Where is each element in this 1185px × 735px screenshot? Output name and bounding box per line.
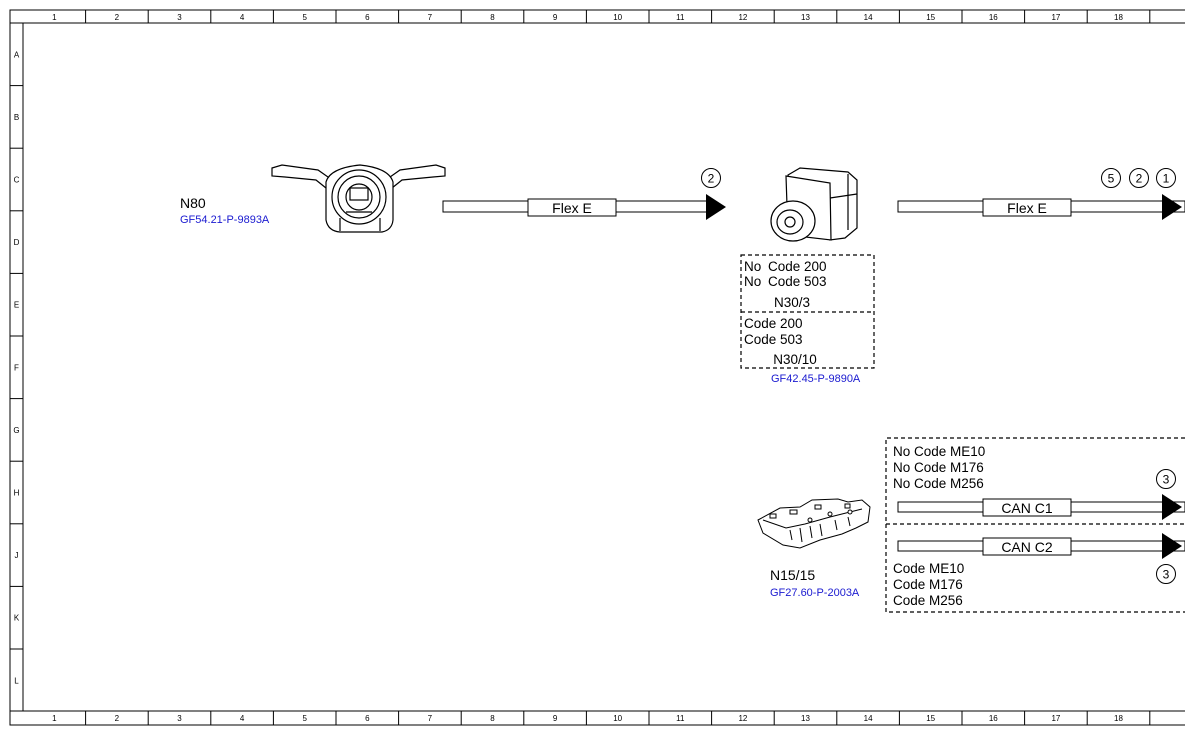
n15-no-code-me10: No Code ME10	[893, 444, 985, 459]
column-ruler-label: 11	[676, 714, 685, 723]
flex-e-bus-2-label: Flex E	[1007, 200, 1047, 216]
connection-marker-3b[interactable]	[1156, 564, 1176, 584]
row-ruler-label: E	[14, 301, 19, 310]
row-ruler-label: F	[14, 363, 19, 372]
column-ruler-label: 5	[302, 714, 307, 723]
outer-frame	[9, 9, 1185, 726]
n30-3-code-200: Code 200	[768, 259, 827, 274]
column-ruler-label: 4	[240, 13, 245, 22]
column-ruler-label: 9	[553, 714, 558, 723]
left-row-ruler: A B C D E F G H J K L	[10, 50, 23, 685]
n30-variant-box	[740, 254, 875, 369]
can-c2-bus	[897, 533, 1185, 559]
column-ruler-label: 1	[52, 714, 57, 723]
column-ruler-label: 6	[365, 13, 370, 22]
can-c1-bus-label: CAN C1	[1001, 500, 1053, 516]
connection-marker-5-text: 5	[1108, 172, 1115, 186]
n15-code-m176: Code M176	[893, 577, 963, 592]
connection-marker-3a[interactable]	[1156, 469, 1176, 489]
column-ruler-label: 15	[926, 13, 935, 22]
n30-3-no-1: No	[744, 259, 761, 274]
connection-marker-1-text: 2	[708, 172, 715, 186]
column-ruler-label: 3	[177, 714, 182, 723]
n80-reference-link[interactable]: GF54.21-P-9893A	[180, 214, 270, 226]
column-ruler-label: 8	[490, 714, 495, 723]
column-ruler-label: 17	[1051, 13, 1060, 22]
row-ruler-label: L	[14, 676, 19, 685]
n30-10-code-503: Code 503	[744, 332, 803, 347]
n30-reference-link[interactable]: GF42.45-P-9890A	[771, 373, 861, 385]
column-ruler-label: 13	[801, 714, 810, 723]
row-ruler-label: J	[15, 551, 19, 560]
flex-e-bus-1	[442, 194, 726, 220]
connection-marker-3b-text: 3	[1163, 568, 1170, 582]
connection-marker-2b[interactable]	[1129, 168, 1149, 188]
n15-code-me10: Code ME10	[893, 561, 964, 576]
n80-component-drawing	[271, 164, 446, 233]
connection-marker-1[interactable]	[701, 168, 721, 188]
column-ruler-label: 10	[613, 13, 622, 22]
flex-e-bus-2	[897, 194, 1185, 220]
n30-3-label: N30/3	[774, 295, 810, 310]
column-ruler-label: 12	[738, 714, 747, 723]
row-ruler-label: B	[14, 113, 19, 122]
row-ruler-label: K	[14, 614, 20, 623]
n15-reference-link[interactable]: GF27.60-P-2003A	[770, 587, 860, 599]
row-ruler-label: H	[14, 489, 20, 498]
column-ruler-label: 3	[177, 13, 182, 22]
row-ruler-label: D	[14, 238, 20, 247]
column-ruler-label: 10	[613, 714, 622, 723]
can-c2-bus-label: CAN C2	[1001, 539, 1053, 555]
n15-component-drawing	[757, 498, 871, 549]
column-ruler-label: 7	[428, 714, 433, 723]
column-ruler-label: 17	[1051, 714, 1060, 723]
flex-e-bus-1-label: Flex E	[552, 200, 592, 216]
n30-3-code-503: Code 503	[768, 274, 827, 289]
column-ruler-label: 12	[738, 13, 747, 22]
column-ruler-label: 11	[676, 13, 685, 22]
row-ruler-label: C	[14, 176, 20, 185]
n15-label: N15/15	[770, 567, 815, 583]
column-ruler-label: 13	[801, 13, 810, 22]
can-c1-bus	[897, 494, 1185, 520]
connection-marker-1b[interactable]	[1156, 168, 1176, 188]
column-ruler-label: 9	[553, 13, 558, 22]
column-ruler-label: 16	[989, 714, 998, 723]
column-ruler-label: 1	[52, 13, 57, 22]
column-ruler-label: 6	[365, 714, 370, 723]
n80-label: N80	[180, 195, 206, 211]
column-ruler-label: 4	[240, 714, 245, 723]
column-ruler-label: 18	[1114, 714, 1123, 723]
column-ruler-label: 2	[115, 714, 120, 723]
connection-marker-1b-text: 1	[1163, 172, 1170, 186]
connection-marker-5[interactable]	[1101, 168, 1121, 188]
n30-10-label: N30/10	[773, 352, 817, 367]
n30-component-drawing	[770, 167, 858, 242]
n15-no-code-m256: No Code M256	[893, 476, 984, 491]
column-ruler-label: 18	[1114, 13, 1123, 22]
column-ruler-label: 2	[115, 13, 120, 22]
column-ruler-label: 7	[428, 13, 433, 22]
n15-code-m256: Code M256	[893, 593, 963, 608]
n15-no-code-m176: No Code M176	[893, 460, 984, 475]
row-ruler-label: A	[14, 50, 20, 59]
column-ruler-label: 5	[302, 13, 307, 22]
column-ruler-label: 15	[926, 714, 935, 723]
n30-10-code-200: Code 200	[744, 316, 803, 331]
column-ruler-label: 14	[864, 714, 873, 723]
connection-marker-2b-text: 2	[1136, 172, 1143, 186]
row-ruler-label: G	[13, 426, 19, 435]
column-ruler-label: 8	[490, 13, 495, 22]
n30-3-no-2: No	[744, 274, 761, 289]
n15-variant-box	[885, 437, 1185, 613]
connection-marker-3a-text: 3	[1163, 473, 1170, 487]
column-ruler-label: 14	[864, 13, 873, 22]
column-ruler-label: 16	[989, 13, 998, 22]
